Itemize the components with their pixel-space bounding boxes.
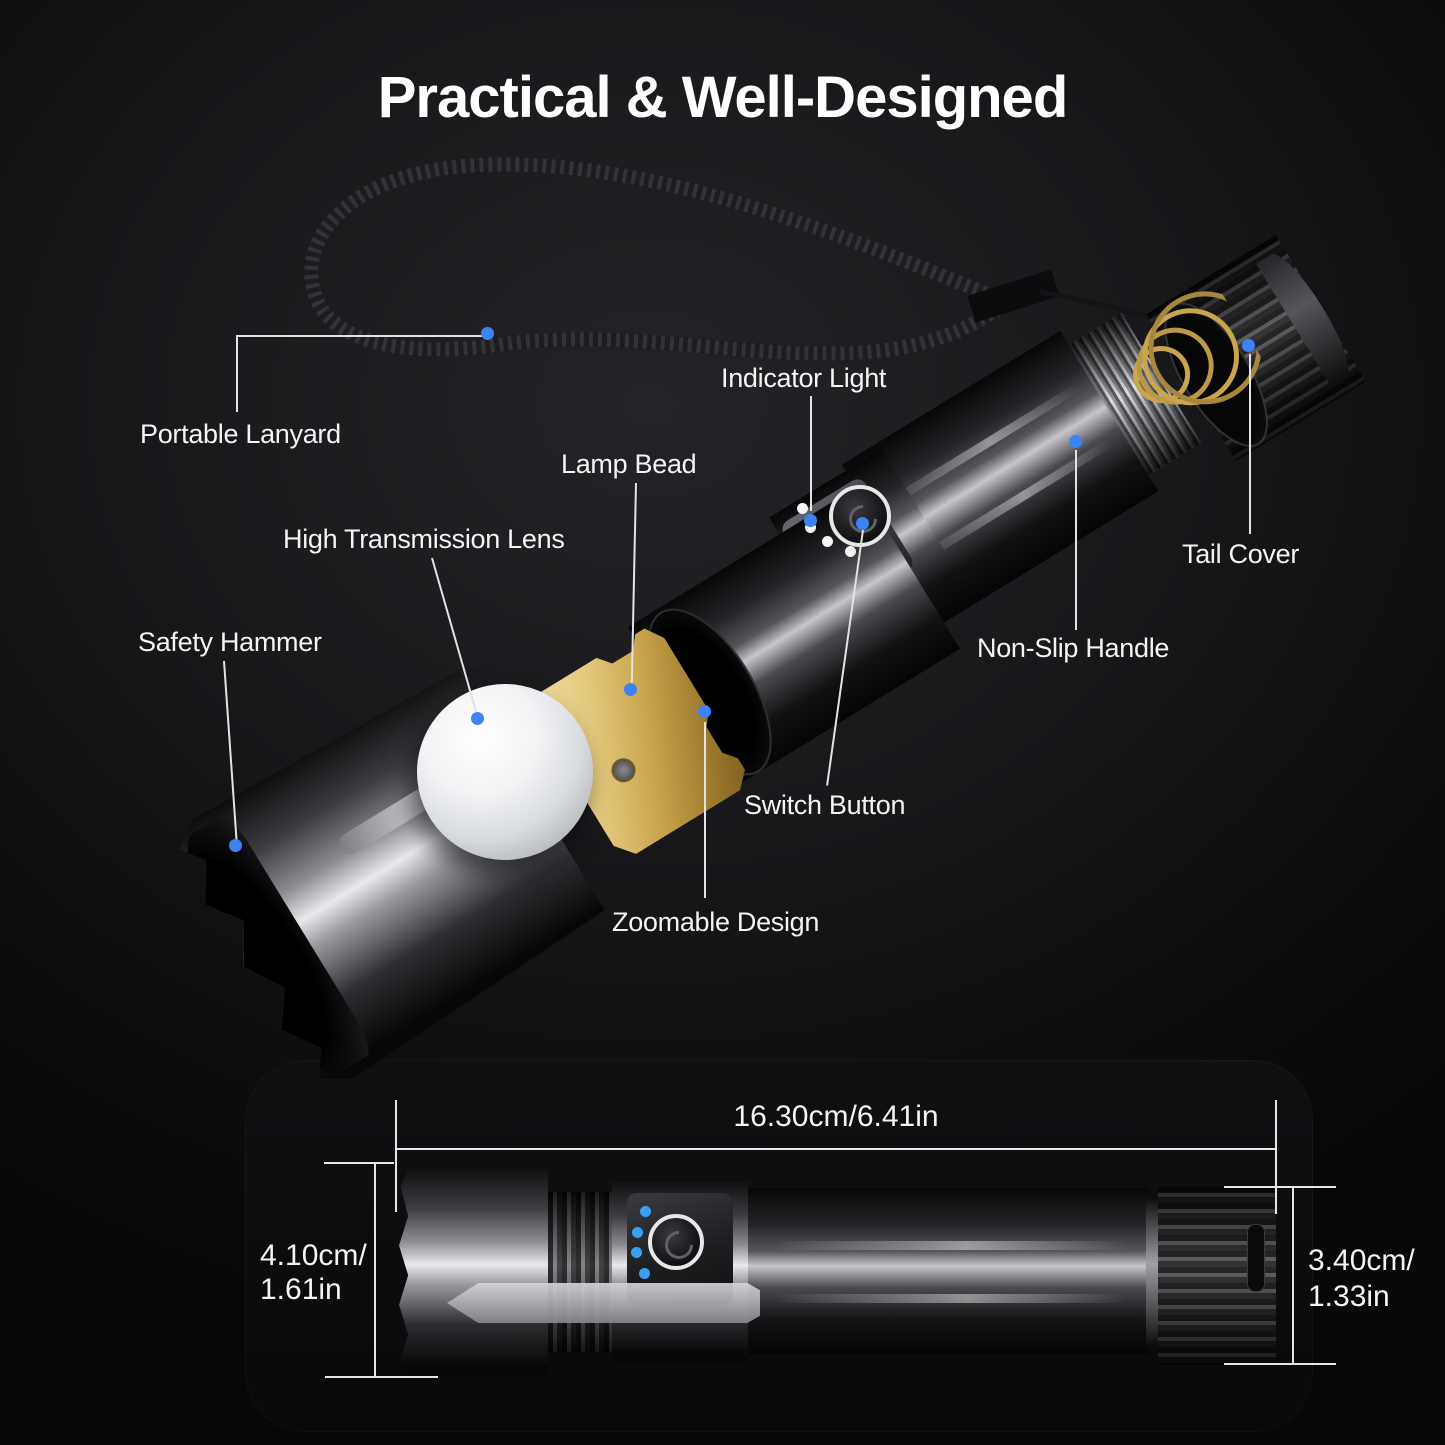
head-diameter-line	[374, 1163, 376, 1377]
high-transmission-lens-dome	[417, 684, 593, 860]
indicator-led-dot	[822, 536, 833, 547]
battery-spring	[1133, 291, 1262, 406]
label-switch-button: Switch Button	[744, 790, 906, 820]
battery-indicator-led	[631, 1247, 642, 1258]
bottom-view-power-button	[648, 1214, 704, 1270]
callout-dot-portable-lanyard	[481, 327, 494, 340]
callout-line-zoomable-design	[704, 722, 706, 898]
callout-dot-tail-cover	[1242, 339, 1255, 352]
label-tail-cover: Tail Cover	[1182, 539, 1300, 569]
tail-diameter-cap-top	[1224, 1186, 1336, 1188]
bottom-view-head	[399, 1165, 548, 1377]
power-icon	[659, 1225, 699, 1265]
callout-dot-safety-hammer	[229, 839, 242, 852]
callout-dot-indicator-light	[804, 514, 817, 527]
length-dimension-text: 16.30cm/6.41in	[733, 1100, 939, 1133]
callout-dot-switch-button	[856, 517, 869, 530]
bottom-view-tail-ring	[1146, 1196, 1158, 1346]
label-lamp-bead: Lamp Bead	[561, 449, 697, 479]
bottom-view-neck-rings	[548, 1192, 612, 1352]
head-diameter-text-line1: 4.10cm/	[260, 1239, 367, 1272]
lanyard-clip	[967, 269, 1060, 323]
tail-diameter-line	[1292, 1187, 1294, 1365]
label-safety-hammer: Safety Hammer	[138, 627, 322, 657]
indicator-led-dot	[845, 546, 856, 557]
rope-braid	[304, 157, 1007, 361]
barrel-groove	[772, 1241, 1126, 1251]
tail-diameter-cap-bottom	[1224, 1363, 1336, 1365]
callout-line-portable-lanyard	[236, 335, 484, 337]
label-zoomable-design: Zoomable Design	[612, 907, 820, 937]
callout-dot-lens	[471, 712, 484, 725]
label-non-slip-handle: Non-Slip Handle	[977, 633, 1170, 663]
callout-line-portable-lanyard	[236, 336, 238, 412]
label-high-transmission-lens: High Transmission Lens	[283, 524, 565, 554]
indicator-led-dot	[797, 503, 808, 514]
page-title: Practical & Well-Designed	[377, 65, 1069, 130]
head-diameter-cap-bottom	[325, 1376, 438, 1378]
callout-line-indicator-light	[810, 396, 812, 511]
screw-icon	[607, 753, 640, 786]
bottom-view-zoom-groove	[447, 1283, 760, 1323]
callout-dot-non-slip-handle	[1069, 435, 1082, 448]
label-indicator-light: Indicator Light	[721, 363, 887, 393]
bottom-view-barrel	[748, 1188, 1150, 1354]
length-dimension-line	[396, 1148, 1276, 1150]
head-diameter-cap-top	[324, 1162, 394, 1164]
callout-line-tail-cover	[1249, 354, 1251, 534]
length-dimension-tick-left	[395, 1100, 397, 1212]
head-diameter-text-line2: 1.61in	[260, 1273, 342, 1306]
battery-indicator-led	[640, 1206, 651, 1217]
tail-diameter-text-line2: 1.33in	[1308, 1280, 1390, 1313]
tailcap-lanyard-slot	[1247, 1224, 1265, 1292]
callout-dot-zoomable-design	[698, 705, 711, 718]
barrel-groove	[772, 1294, 1126, 1304]
label-portable-lanyard: Portable Lanyard	[140, 419, 341, 449]
callout-dot-lamp-bead	[624, 683, 637, 696]
indicator-led-dot	[805, 522, 816, 533]
callout-line-non-slip-handle	[1075, 450, 1077, 630]
battery-indicator-led	[639, 1268, 650, 1279]
battery-indicator-led	[632, 1227, 643, 1238]
tail-diameter-text-line1: 3.40cm/	[1308, 1244, 1415, 1277]
length-dimension-tick-right	[1275, 1100, 1277, 1214]
